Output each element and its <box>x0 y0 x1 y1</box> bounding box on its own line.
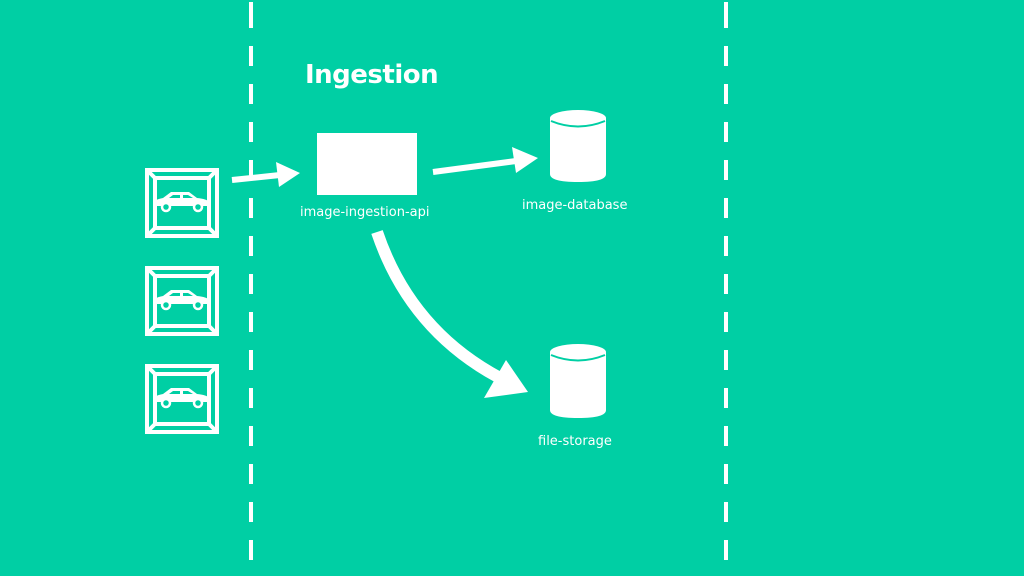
arrow-sources-to-api <box>231 162 300 187</box>
database-cylinder-icon <box>550 110 606 182</box>
car-camera-icon <box>145 266 219 336</box>
diagram-title: Ingestion <box>305 60 439 90</box>
api-service-box <box>317 133 417 195</box>
storage-cylinder-icon <box>550 344 606 418</box>
arrow-api-to-database <box>432 147 538 175</box>
arrow-api-to-storage <box>371 230 528 398</box>
storage-label: file-storage <box>538 434 612 449</box>
database-label: image-database <box>522 198 628 213</box>
car-camera-icon <box>145 364 219 434</box>
left-boundary-divider <box>249 0 253 576</box>
api-label: image-ingestion-api <box>300 205 430 220</box>
car-camera-icon <box>145 168 219 238</box>
right-boundary-divider <box>724 0 728 576</box>
